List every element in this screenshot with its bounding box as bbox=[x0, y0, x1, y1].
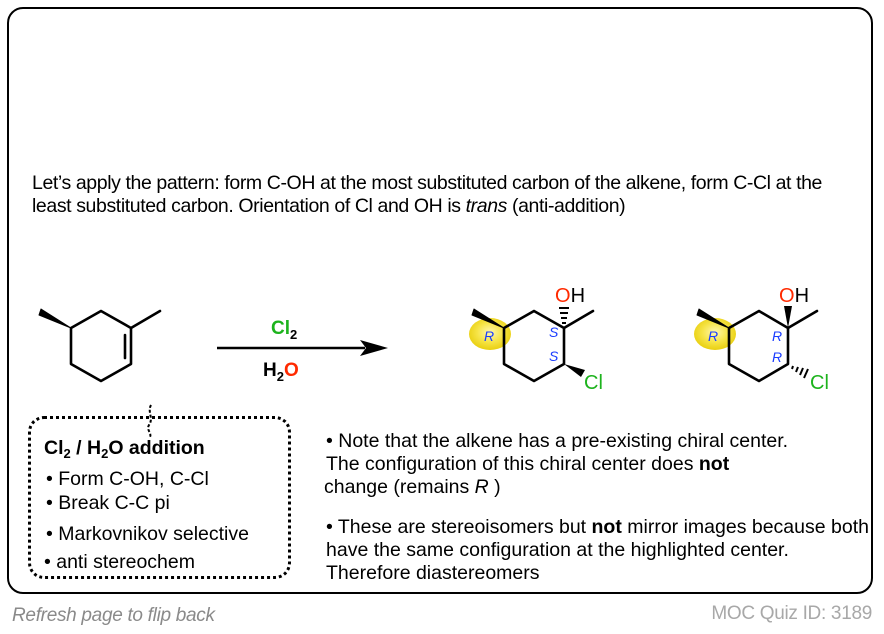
wedge-bond bbox=[696, 308, 730, 329]
reagent-cl2: Cl2 bbox=[271, 318, 297, 342]
oh-label: OH bbox=[555, 285, 585, 307]
quiz-id: MOC Quiz ID: 3189 bbox=[711, 603, 872, 624]
methyl-bond bbox=[562, 309, 595, 330]
intro-emphasis: trans bbox=[465, 195, 508, 217]
summary-item: • Markovnikov selective bbox=[46, 523, 249, 545]
methyl-bond bbox=[129, 309, 162, 330]
reactant-molecule bbox=[38, 308, 162, 383]
summary-box bbox=[28, 416, 291, 579]
stereo-label-c-cl: S bbox=[549, 348, 559, 364]
oh-label: OH bbox=[779, 285, 809, 307]
product-1: OH Cl R S S bbox=[469, 285, 603, 394]
summary-item: • Form C-OH, C-Cl bbox=[46, 468, 209, 490]
stereo-label-c-oh: S bbox=[549, 324, 559, 340]
connector-squiggle bbox=[147, 404, 152, 438]
intro-part1: Let’s apply the pattern: form C-OH at th… bbox=[32, 172, 822, 217]
intro-text: Let’s apply the pattern: form C-OH at th… bbox=[32, 172, 832, 218]
product-2: OH Cl R R R bbox=[694, 285, 829, 394]
wedge-bond bbox=[38, 308, 72, 329]
ring-bonds bbox=[727, 309, 790, 383]
wedge-bond bbox=[471, 308, 505, 329]
summary-title: Cl2 / H2O addition bbox=[44, 437, 205, 461]
stereo-label-c-cl: R bbox=[772, 349, 782, 365]
ring-bonds bbox=[502, 309, 566, 383]
hashed-bond-cl bbox=[791, 365, 809, 379]
stereo-label-highlight: R bbox=[484, 328, 494, 344]
ring-bonds bbox=[69, 309, 133, 383]
refresh-hint: Refresh page to flip back bbox=[12, 605, 215, 626]
stereo-label-highlight: R bbox=[708, 328, 718, 344]
note-chiral-center: • Note that the alkene has a pre-existin… bbox=[324, 430, 789, 498]
hashed-bond-oh bbox=[559, 307, 569, 324]
summary-item: • anti stereochem bbox=[44, 551, 195, 573]
wedge-bond-cl bbox=[564, 364, 585, 377]
intro-part2: (anti-addition) bbox=[507, 195, 626, 217]
stereo-label-c-oh: R bbox=[772, 328, 782, 344]
reaction-arrow bbox=[217, 340, 388, 356]
cl-label: Cl bbox=[810, 372, 829, 394]
flashcard-back[interactable] bbox=[7, 7, 873, 594]
cl-label: Cl bbox=[584, 372, 603, 394]
methyl-bond bbox=[786, 309, 819, 330]
reagent-h2o: H2O bbox=[263, 360, 299, 384]
summary-item: • Break C-C pi bbox=[46, 492, 170, 514]
wedge-bond-oh bbox=[784, 306, 792, 328]
note-diastereomers: • These are stereoisomers but not mirror… bbox=[326, 516, 869, 584]
